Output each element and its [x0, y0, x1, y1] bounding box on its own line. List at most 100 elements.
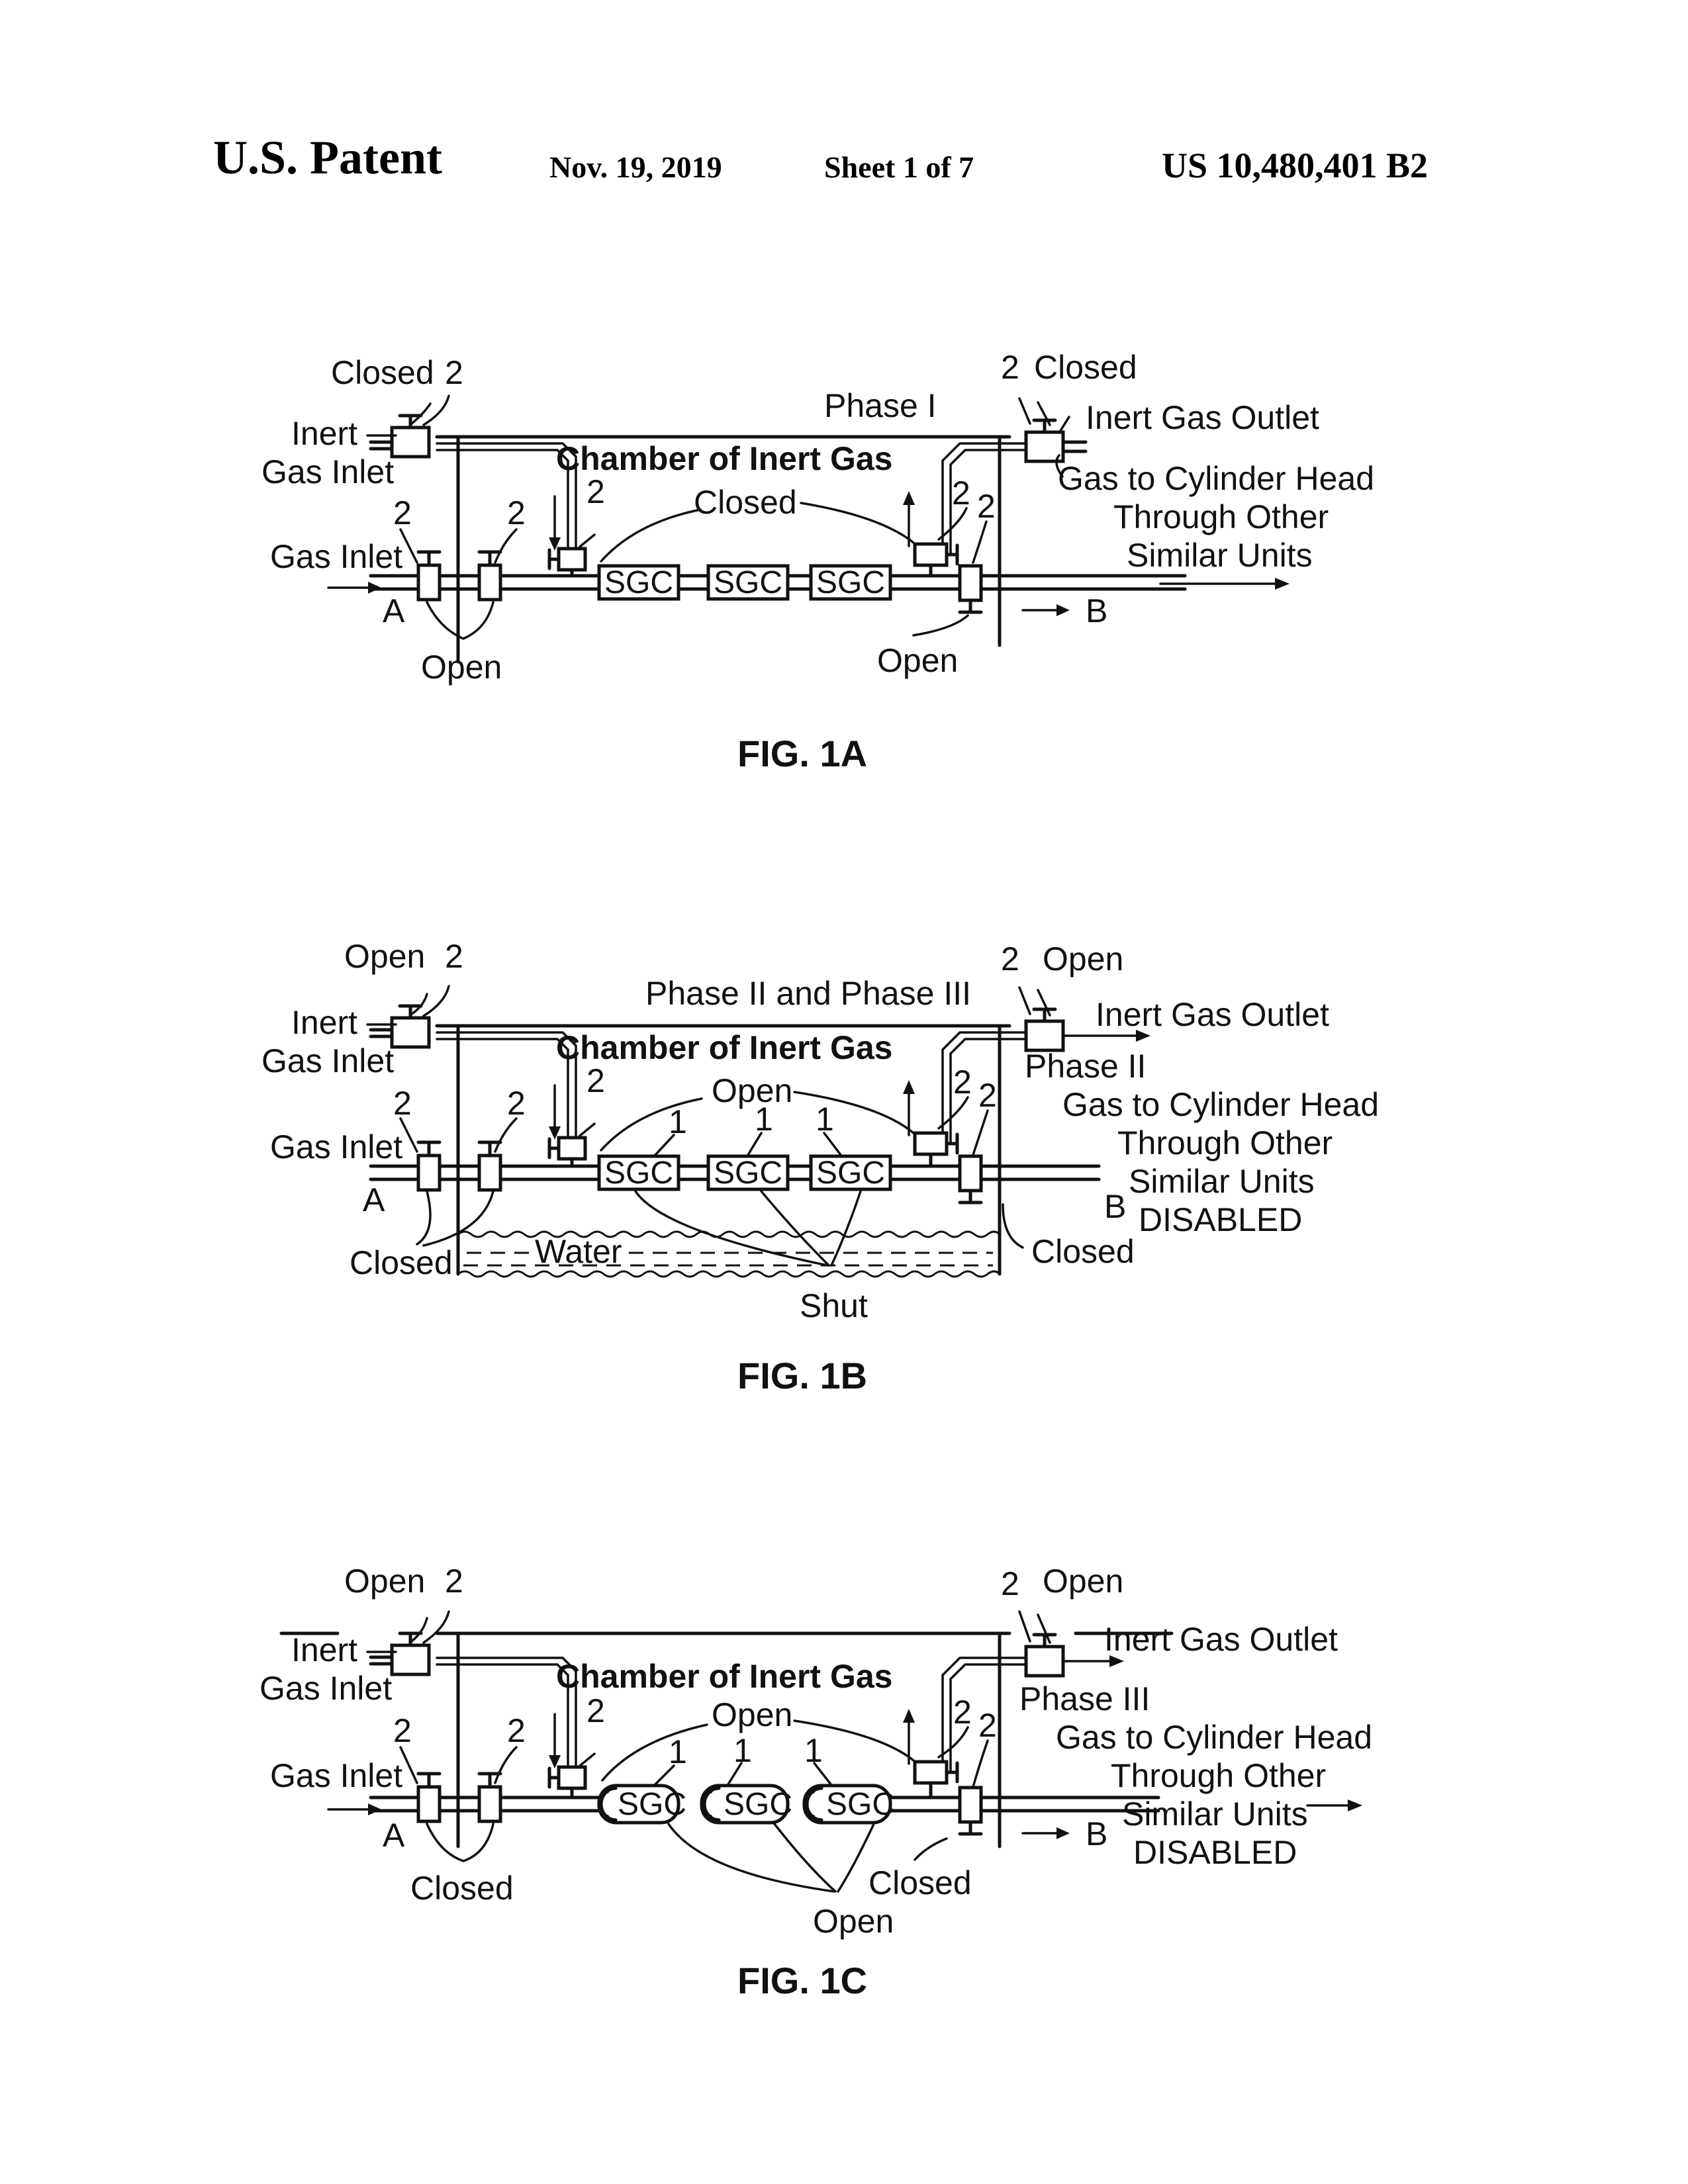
inlet-main-valves-state: Closed — [410, 1870, 514, 1907]
similar-units-label: Similar Units — [1122, 1796, 1308, 1833]
sgc-label-2: SGC — [714, 565, 782, 600]
similar-units-label: Similar Units — [1129, 1163, 1315, 1200]
figure-1b: SGC SGC SGC — [261, 938, 1379, 1396]
sgc-label-3: SGC — [816, 1156, 885, 1191]
right-arrow-icon — [1348, 1799, 1362, 1811]
inert-label: Inert — [291, 1631, 357, 1668]
inert-inlet-valve — [392, 416, 429, 457]
header-patent-number: US 10,480,401 B2 — [1162, 146, 1428, 185]
gas-inlet-valve-1 — [418, 1142, 440, 1190]
sgc-label-1: SGC — [618, 1787, 686, 1822]
up-arrow-icon — [903, 1709, 915, 1723]
ref-numeral-2: 2 — [393, 1085, 412, 1122]
outlet-phase-label: Phase II — [1025, 1048, 1146, 1085]
disabled-label: DISABLED — [1139, 1201, 1302, 1238]
outlet-main-valve-state: Closed — [868, 1864, 972, 1901]
inert-label: Inert — [291, 1004, 357, 1041]
inlet-main-valves-state: Closed — [350, 1244, 453, 1281]
gas-inlet-label: Gas Inlet — [270, 1128, 402, 1165]
inert-gas-inlet-label: Gas Inlet — [261, 453, 394, 490]
gas-outlet-valve — [960, 1156, 981, 1203]
right-arrow-icon — [1275, 578, 1289, 590]
chamber-valves-state: Closed — [694, 484, 797, 521]
right-arrow-icon — [1056, 604, 1070, 616]
outlet-main-valve-state: Closed — [1031, 1233, 1135, 1270]
inert-gas-outlet-label: Inert Gas Outlet — [1104, 1621, 1338, 1658]
chamber-inlet-valve — [549, 1767, 585, 1788]
gas-inlet-valve-1 — [418, 1774, 440, 1821]
ref-numeral-1: 1 — [669, 1733, 687, 1770]
sgc-label-1: SGC — [604, 1156, 673, 1191]
through-other-label: Through Other — [1117, 1124, 1333, 1161]
inert-outlet-valve-state: Closed — [1034, 349, 1137, 386]
gas-inlet-label: Gas Inlet — [270, 538, 402, 575]
ref-numeral-2: 2 — [586, 473, 605, 510]
figure-caption: FIG. 1A — [737, 733, 867, 774]
chamber-outlet-valve — [915, 1762, 947, 1783]
inert-gas-inlet-label: Gas Inlet — [259, 1670, 392, 1707]
figure-caption: FIG. 1C — [737, 1960, 867, 2001]
outlet-phase-label: Phase III — [1019, 1680, 1150, 1717]
point-b: B — [1086, 592, 1107, 629]
sgc-state-label: Shut — [800, 1287, 868, 1324]
gas-outlet-valve — [960, 1788, 981, 1834]
right-arrow-icon — [368, 582, 381, 594]
inlet-main-valves-state: Open — [421, 649, 502, 686]
inert-inlet-valve — [392, 1633, 429, 1674]
figure-1a: SGC SGC SGC Closed 2 Inert Gas Inlet Pha… — [261, 349, 1374, 774]
patent-header: U.S. Patent Nov. 19, 2019 Sheet 1 of 7 U… — [213, 131, 1428, 185]
inert-inlet-valve — [392, 1006, 429, 1047]
header-title: U.S. Patent — [213, 131, 442, 184]
figure-caption: FIG. 1B — [737, 1355, 867, 1396]
figure-1c: SGC SGC SGC Open 2 Inert Gas Inlet — [259, 1563, 1372, 2001]
through-other-label: Through Other — [1111, 1757, 1326, 1794]
ref-numeral-2: 2 — [1001, 1565, 1019, 1602]
ref-numeral-2: 2 — [507, 494, 526, 531]
sgc-state-label: Open — [813, 1903, 894, 1940]
right-arrow-icon — [1056, 1827, 1070, 1839]
right-arrow-icon — [368, 1803, 381, 1815]
chamber-label: Chamber of Inert Gas — [556, 440, 892, 477]
ref-numeral-2: 2 — [586, 1692, 605, 1729]
sgc-label-3: SGC — [826, 1787, 895, 1822]
gas-inlet-valve-1 — [418, 552, 440, 600]
sgc-label-3: SGC — [816, 565, 885, 600]
header-sheet: Sheet 1 of 7 — [824, 150, 974, 184]
gas-inlet-label: Gas Inlet — [270, 1757, 402, 1794]
point-b: B — [1086, 1815, 1107, 1852]
ref-numeral-1: 1 — [816, 1101, 834, 1138]
ref-numeral-2: 2 — [445, 354, 463, 391]
ref-numeral-2: 2 — [507, 1712, 526, 1749]
sgc-label-2: SGC — [724, 1787, 792, 1822]
chamber-valves-state: Open — [712, 1696, 792, 1733]
chamber-outlet-valve — [915, 1133, 947, 1154]
inert-outlet-valve — [1026, 1009, 1063, 1050]
point-a: A — [383, 1817, 405, 1854]
chamber-valves-state: Open — [712, 1072, 792, 1109]
ref-numeral-2: 2 — [953, 1694, 972, 1731]
inert-gas-outlet-label: Inert Gas Outlet — [1086, 399, 1319, 436]
ref-numeral-2: 2 — [393, 494, 412, 531]
gas-inlet-valve-2 — [479, 1774, 500, 1821]
header-date: Nov. 19, 2019 — [549, 150, 722, 184]
through-other-label: Through Other — [1113, 498, 1329, 535]
cylinder-head-label: Gas to Cylinder Head — [1058, 460, 1374, 497]
ref-numeral-2: 2 — [978, 1077, 997, 1114]
ref-numeral-1: 1 — [733, 1732, 752, 1769]
ref-numeral-2: 2 — [445, 938, 463, 975]
inert-label: Inert — [291, 415, 357, 452]
inert-inlet-valve-state: Closed — [331, 354, 434, 391]
ref-numeral-2: 2 — [1001, 349, 1019, 386]
ref-numeral-2: 2 — [978, 1707, 997, 1744]
phase-label: Phase II and Phase III — [645, 975, 971, 1012]
inert-outlet-valve — [1026, 420, 1063, 461]
inert-gas-inlet-label: Gas Inlet — [261, 1042, 394, 1079]
chamber-outlet-valve — [915, 544, 947, 565]
up-arrow-icon — [903, 1080, 915, 1094]
ref-numeral-2: 2 — [953, 1064, 972, 1101]
sgc-label-1: SGC — [604, 565, 673, 600]
outlet-main-valve-state: Open — [877, 642, 958, 679]
cylinder-head-label: Gas to Cylinder Head — [1056, 1719, 1372, 1756]
similar-units-label: Similar Units — [1127, 537, 1313, 574]
